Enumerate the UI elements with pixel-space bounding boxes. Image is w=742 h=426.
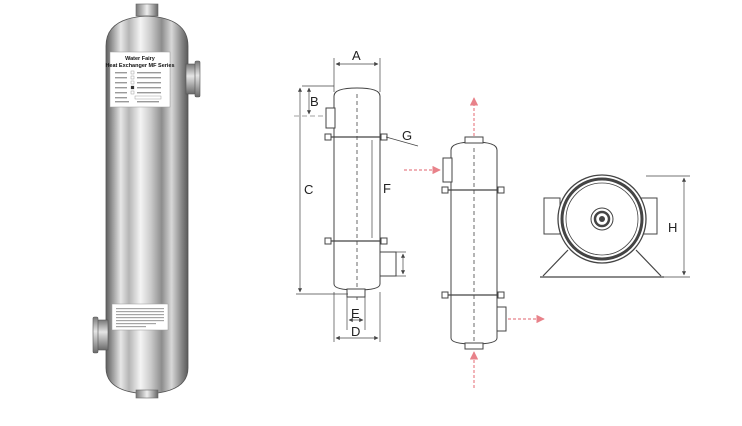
flow-arrows [404, 97, 545, 388]
flow-drawing [441, 136, 507, 350]
dim-label-b: B [310, 94, 319, 109]
dimension-labels: A B C D E F G [304, 48, 412, 339]
label-title-1: Water Fairy [125, 56, 156, 62]
dim-label-d: D [351, 324, 360, 339]
shell-body [105, 15, 189, 395]
top-view-nozzle [590, 207, 614, 231]
dim-label-e: E [351, 306, 360, 321]
dimension-drawing [294, 58, 419, 342]
dim-label-f: F [383, 181, 391, 196]
top-nozzle [135, 3, 159, 17]
dim-label-a: A [352, 48, 361, 63]
product-label: Water Fairy Heat Exchanger MF Series [105, 51, 175, 108]
bottom-nozzle [135, 389, 159, 399]
drawing-upper-port [325, 107, 336, 129]
product-photo: Water Fairy Heat Exchanger MF Series [92, 3, 201, 399]
drawing-lower-port [379, 251, 397, 277]
dim-label-g: G [402, 128, 412, 143]
top-view-drawing [540, 174, 690, 278]
dim-label-h: H [668, 220, 677, 235]
label-title-2: Heat Exchanger MF Series [105, 63, 174, 69]
dim-label-c: C [304, 182, 313, 197]
warning-label [111, 303, 169, 331]
